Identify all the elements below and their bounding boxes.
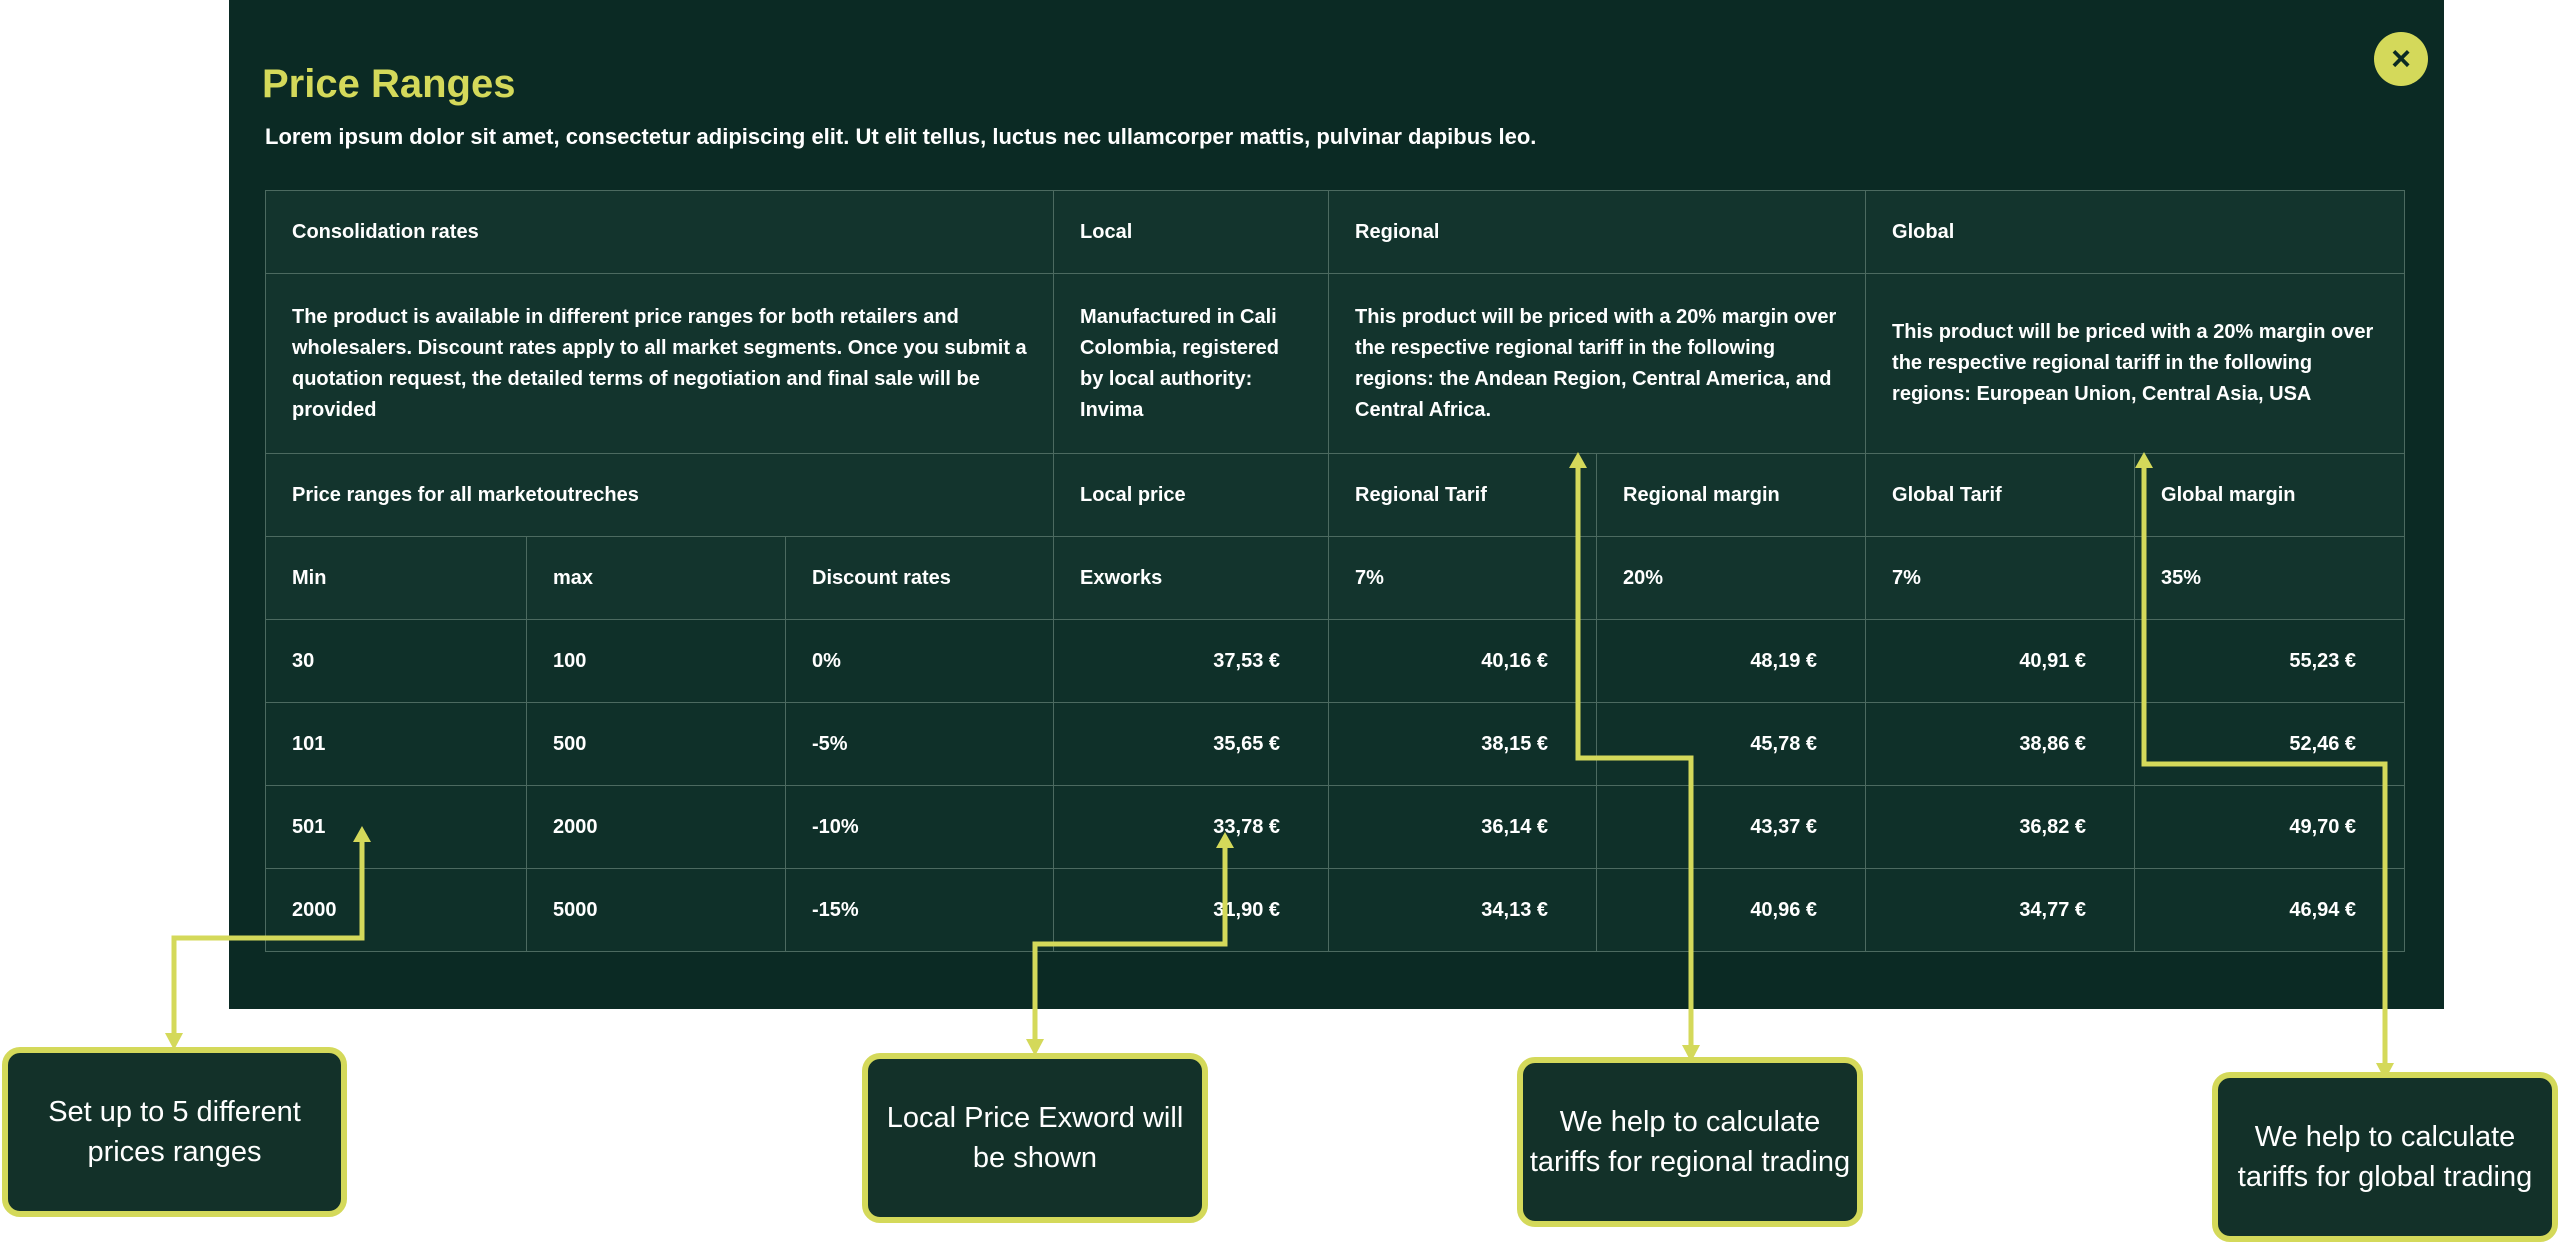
description-global: This product will be priced with a 20% m… <box>1865 273 2406 454</box>
arrowhead-global-up <box>2135 452 2153 468</box>
description-consolidation: The product is available in different pr… <box>264 273 1055 454</box>
description-regional: This product will be priced with a 20% m… <box>1328 273 1867 454</box>
cell-regional-margin: 40,96 € <box>1596 868 1867 952</box>
subheader-price-ranges: Price ranges for all marketoutreches <box>264 453 1055 537</box>
subheader-regional-margin: Regional margin <box>1596 453 1867 537</box>
cell-global-tarif: 34,77 € <box>1865 868 2136 952</box>
description-local: Manufactured in Cali Colombia, registere… <box>1053 273 1330 454</box>
arrowhead-regional <box>1682 1045 1700 1062</box>
arrow-local-price <box>1032 844 1228 1042</box>
arrow-global <box>2141 464 2388 1066</box>
table-header-row: Consolidation rates Local Regional Globa… <box>264 190 2406 274</box>
header-global: Global <box>1865 190 2406 274</box>
arrowhead-local-price <box>1026 1039 1044 1056</box>
subheader-global-margin: Global margin <box>2134 453 2406 537</box>
modal-title: Price Ranges <box>262 62 516 106</box>
subheader-local-price: Local price <box>1053 453 1330 537</box>
column-global-margin: 35% <box>2134 536 2406 620</box>
table-subheader-row: Price ranges for all marketoutreches Loc… <box>264 453 2406 537</box>
cell-global-margin: 46,94 € <box>2134 868 2406 952</box>
cell-global-tarif: 38,86 € <box>1865 702 2136 786</box>
column-global-tarif: 7% <box>1865 536 2136 620</box>
column-discount: Discount rates <box>784 536 1055 620</box>
cell-regional-tarif: 38,15 € <box>1328 702 1598 786</box>
cell-discount: -15% <box>784 868 1055 952</box>
cell-min: 501 <box>265 785 527 869</box>
arrowhead-price-ranges-up <box>353 826 371 842</box>
cell-max: 500 <box>526 702 786 786</box>
arrowhead-price-ranges <box>165 1033 183 1050</box>
cell-max: 5000 <box>526 868 786 952</box>
callout-regional: We help to calculate tariffs for regiona… <box>1517 1057 1863 1227</box>
modal-subtitle: Lorem ipsum dolor sit amet, consectetur … <box>265 124 1537 149</box>
table-row: 30 100 0% 37,53 € 40,16 € 48,19 € 40,91 … <box>265 619 2406 703</box>
cell-min: 30 <box>265 619 527 703</box>
header-local: Local <box>1053 190 1330 274</box>
table-row: 101 500 -5% 35,65 € 38,15 € 45,78 € 38,8… <box>265 702 2406 786</box>
cell-min: 101 <box>265 702 527 786</box>
arrowhead-global <box>2376 1063 2394 1080</box>
arrowhead-local-price-up <box>1216 832 1234 848</box>
table-column-row: Min max Discount rates Exworks 7% 20% 7%… <box>265 536 2406 620</box>
arrow-regional <box>1575 464 1694 1048</box>
cell-regional-margin: 43,37 € <box>1596 785 1867 869</box>
cell-global-margin: 49,70 € <box>2134 785 2406 869</box>
cell-max: 100 <box>526 619 786 703</box>
cell-discount: -10% <box>784 785 1055 869</box>
price-ranges-table: Consolidation rates Local Regional Globa… <box>264 190 2406 952</box>
callout-local-price: Local Price Exword will be shown <box>862 1053 1208 1223</box>
arrowhead-regional-up <box>1569 452 1587 468</box>
cell-global-tarif: 36,82 € <box>1865 785 2136 869</box>
cell-global-margin: 55,23 € <box>2134 619 2406 703</box>
cell-local-price: 35,65 € <box>1053 702 1330 786</box>
table-description-row: The product is available in different pr… <box>264 273 2406 454</box>
table-row: 2000 5000 -15% 31,90 € 34,13 € 40,96 € 3… <box>265 868 2406 952</box>
arrow-price-ranges <box>171 838 365 1036</box>
close-icon[interactable]: × <box>2374 32 2428 86</box>
cell-local-price: 37,53 € <box>1053 619 1330 703</box>
cell-regional-margin: 48,19 € <box>1596 619 1867 703</box>
cell-discount: -5% <box>784 702 1055 786</box>
callout-price-ranges: Set up to 5 different prices ranges <box>2 1047 347 1217</box>
subheader-regional-tarif: Regional Tarif <box>1328 453 1598 537</box>
cell-global-tarif: 40,91 € <box>1865 619 2136 703</box>
column-min: Min <box>265 536 527 620</box>
column-regional-margin: 20% <box>1596 536 1867 620</box>
cell-regional-tarif: 34,13 € <box>1328 868 1598 952</box>
subheader-global-tarif: Global Tarif <box>1865 453 2136 537</box>
cell-regional-margin: 45,78 € <box>1596 702 1867 786</box>
cell-local-price: 31,90 € <box>1053 868 1330 952</box>
cell-discount: 0% <box>784 619 1055 703</box>
column-exworks: Exworks <box>1053 536 1330 620</box>
callout-global: We help to calculate tariffs for global … <box>2212 1072 2558 1242</box>
cell-global-margin: 52,46 € <box>2134 702 2406 786</box>
header-regional: Regional <box>1328 190 1867 274</box>
